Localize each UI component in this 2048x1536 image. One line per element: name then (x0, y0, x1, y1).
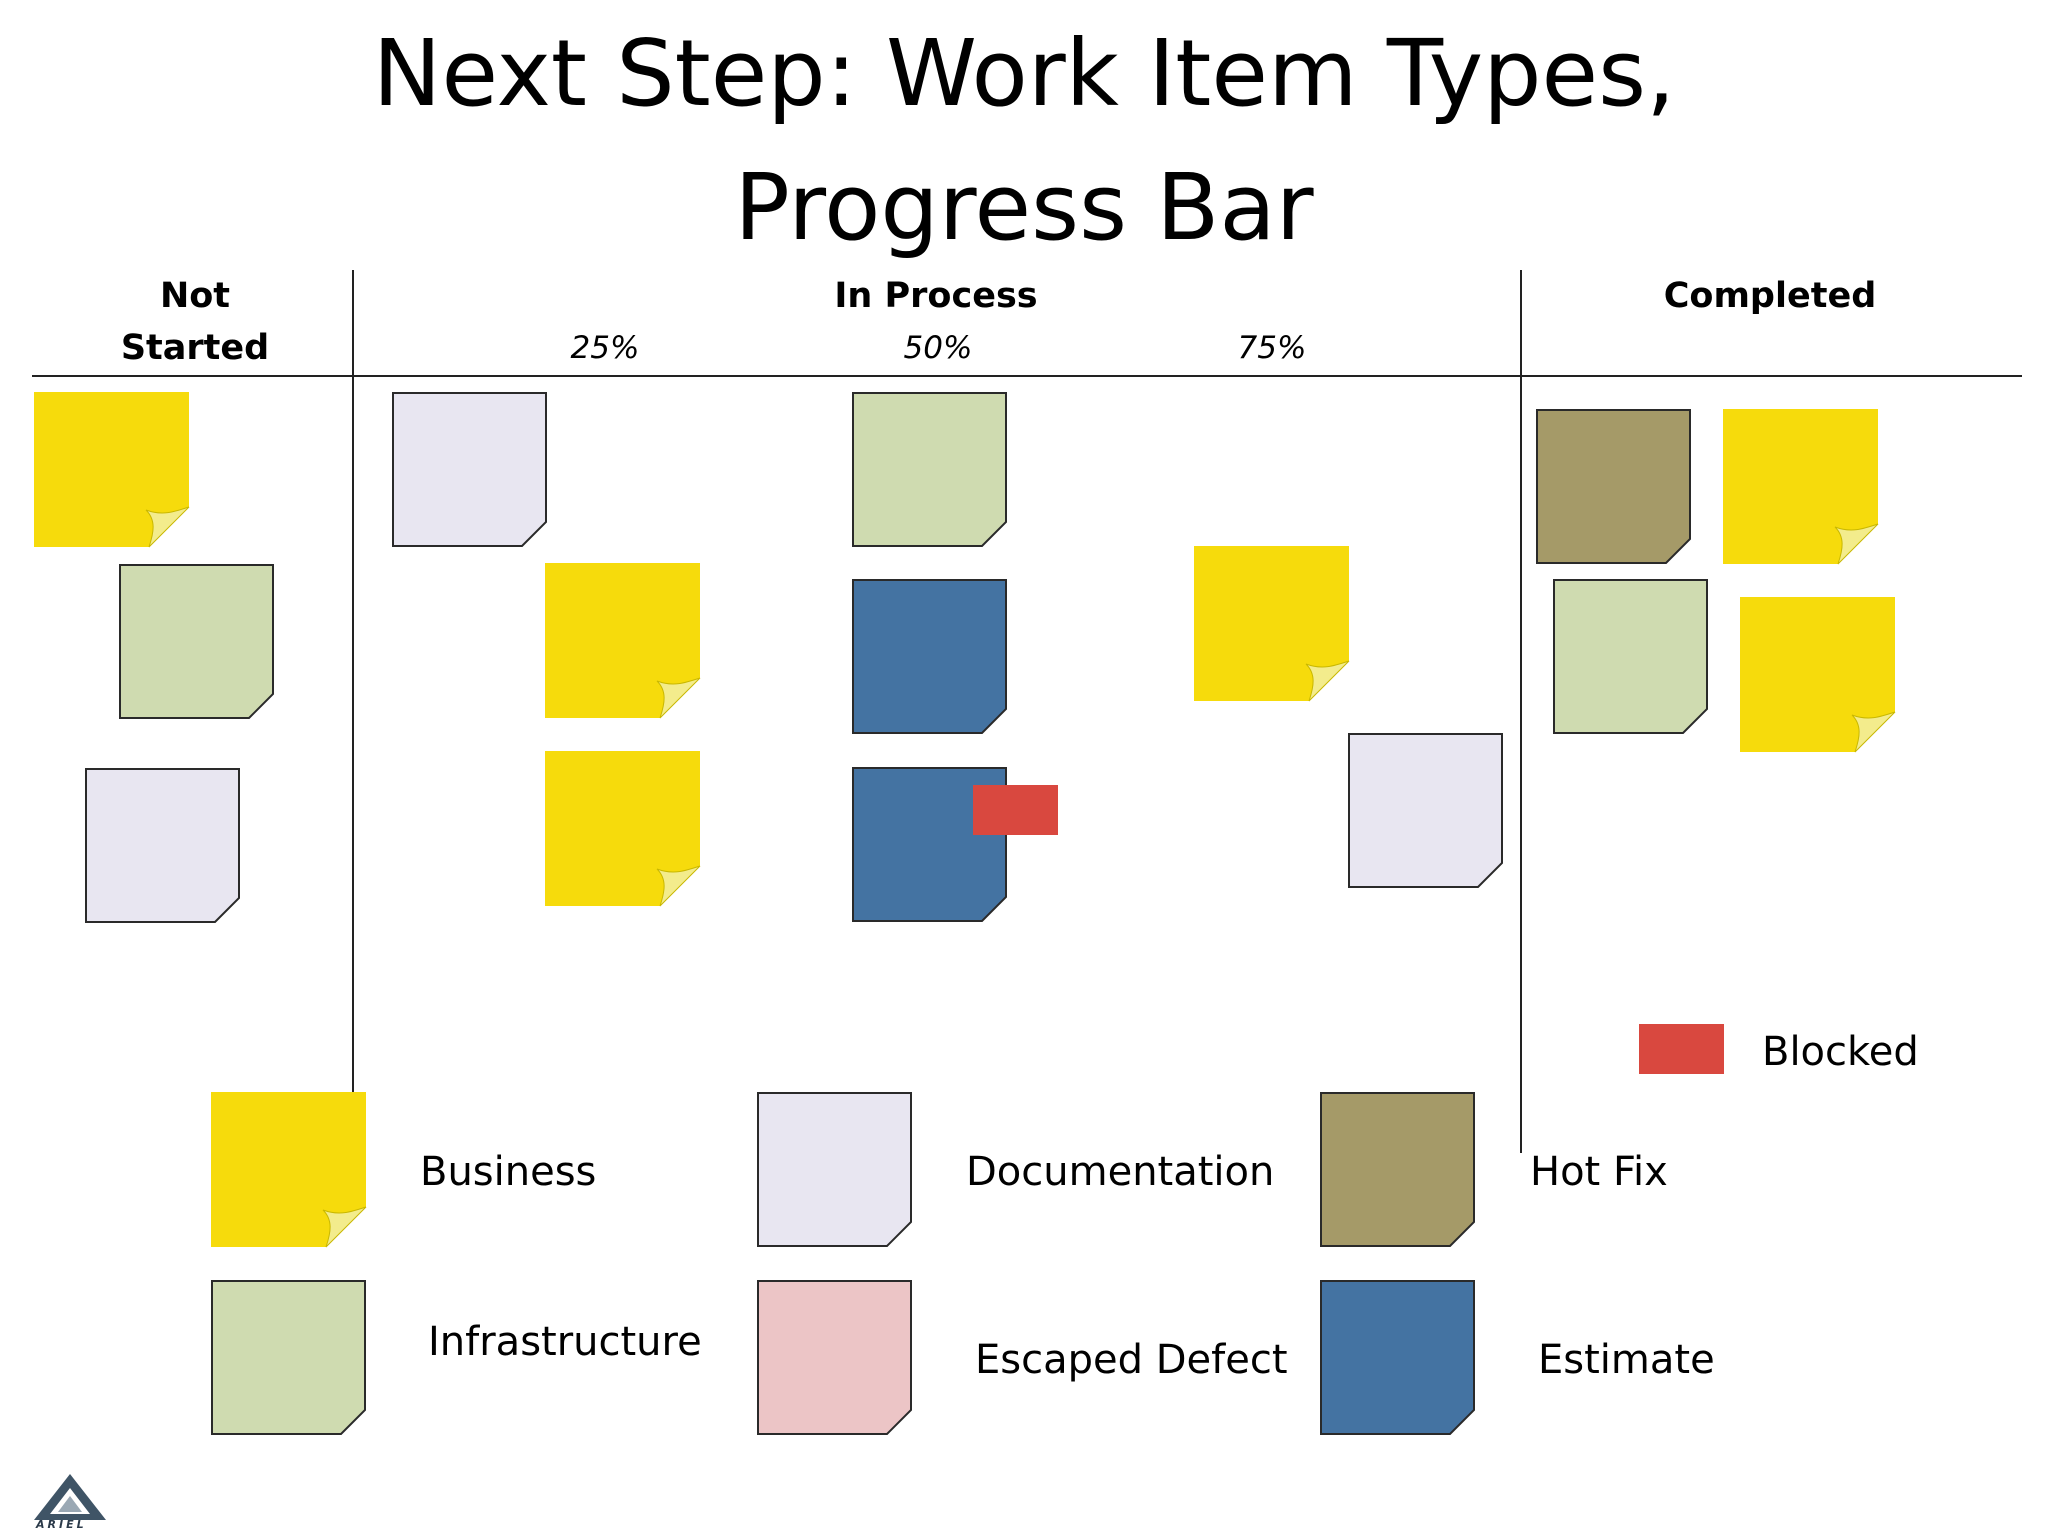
note-curl (1851, 711, 1896, 753)
sticky-note-shape (392, 392, 547, 547)
legend-hot-fix-label: Hot Fix (1530, 1149, 1668, 1195)
blocked-marker[interactable] (973, 785, 1058, 835)
note-body (852, 579, 1007, 734)
sticky-note-shape (1553, 579, 1708, 734)
sticky-note-shape (545, 751, 701, 907)
note-body (545, 751, 700, 906)
legend-escaped-defect-label: Escaped Defect (975, 1337, 1288, 1383)
note-hot-fix[interactable] (1536, 409, 1691, 564)
note-body (757, 1280, 912, 1435)
sticky-note-shape (852, 767, 1007, 922)
slide-title-line-1: Next Step: Work Item Types, (372, 20, 1676, 127)
sticky-note-shape (34, 392, 190, 548)
note-curl (145, 506, 190, 548)
column-divider-completed (1520, 270, 1522, 1153)
note-documentation[interactable] (85, 768, 240, 923)
note-infrastructure[interactable] (852, 392, 1007, 547)
sticky-note-shape (1194, 546, 1350, 702)
sticky-note-shape (1740, 597, 1896, 753)
note-documentation[interactable] (392, 392, 547, 547)
sticky-note-shape (211, 1280, 366, 1435)
note-body (34, 392, 189, 547)
note-body (1536, 409, 1691, 564)
legend-infrastructure-label: Infrastructure (428, 1319, 702, 1365)
note-body (85, 768, 240, 923)
legend-documentation-swatch (757, 1092, 912, 1247)
note-body (1740, 597, 1895, 752)
note-curl (322, 1206, 367, 1248)
note-infrastructure[interactable] (1553, 579, 1708, 734)
sticky-note-shape (545, 563, 701, 719)
note-body (545, 563, 700, 718)
note-body (852, 392, 1007, 547)
sticky-note-shape (85, 768, 240, 923)
legend-business-swatch (211, 1092, 367, 1248)
sticky-note-shape (1723, 409, 1879, 565)
sticky-note-shape (119, 564, 274, 719)
legend-blocked-label: Blocked (1762, 1029, 1919, 1075)
progress-marker-50: 50% (903, 330, 973, 366)
note-body (1194, 546, 1349, 701)
note-business[interactable] (545, 563, 701, 719)
note-documentation[interactable] (1348, 733, 1503, 888)
sticky-note-shape (757, 1280, 912, 1435)
legend-estimate-label: Estimate (1538, 1337, 1715, 1383)
slide-title-line-2: Progress Bar (734, 154, 1314, 261)
legend-infrastructure-swatch (211, 1280, 366, 1435)
column-header-in-process: In Process (834, 276, 1038, 316)
progress-marker-25: 25% (570, 330, 640, 366)
sticky-note-shape (1320, 1280, 1475, 1435)
note-curl (1834, 523, 1879, 565)
note-curl (656, 865, 701, 907)
note-body (1348, 733, 1503, 888)
note-curl (656, 677, 701, 719)
legend-estimate-swatch (1320, 1280, 1475, 1435)
note-body (211, 1092, 366, 1247)
note-body (211, 1280, 366, 1435)
ariel-logo-text: ARIEL (36, 1518, 87, 1531)
note-estimate[interactable] (852, 579, 1007, 734)
note-estimate[interactable] (852, 767, 1007, 922)
legend-blocked-swatch (1639, 1024, 1724, 1074)
sticky-note-shape (1536, 409, 1691, 564)
note-body (1553, 579, 1708, 734)
column-header-not-started: Not Started (95, 270, 295, 374)
note-body (1320, 1092, 1475, 1247)
note-body (852, 767, 1007, 922)
note-business[interactable] (34, 392, 190, 548)
note-business[interactable] (545, 751, 701, 907)
note-business[interactable] (1194, 546, 1350, 702)
note-body (392, 392, 547, 547)
sticky-note-shape (757, 1092, 912, 1247)
column-header-completed: Completed (1663, 276, 1877, 316)
sticky-note-shape (852, 579, 1007, 734)
note-infrastructure[interactable] (119, 564, 274, 719)
note-body (1320, 1280, 1475, 1435)
note-curl (1305, 660, 1350, 702)
note-business[interactable] (1723, 409, 1879, 565)
legend-escaped-defect-swatch (757, 1280, 912, 1435)
note-business[interactable] (1740, 597, 1896, 753)
sticky-note-shape (211, 1092, 367, 1248)
progress-marker-75: 75% (1237, 330, 1307, 366)
sticky-note-shape (852, 392, 1007, 547)
note-body (757, 1092, 912, 1247)
legend-documentation-label: Documentation (966, 1149, 1275, 1195)
sticky-note-shape (1348, 733, 1503, 888)
sticky-note-shape (1320, 1092, 1475, 1247)
column-header-not-started-line-1: Not (159, 276, 231, 316)
column-divider-not-started (352, 270, 354, 1092)
note-body (1723, 409, 1878, 564)
note-body (119, 564, 274, 719)
header-divider-line (32, 375, 2022, 377)
column-header-not-started-line-2: Started (120, 328, 270, 368)
legend-hot-fix-swatch (1320, 1092, 1475, 1247)
legend-business-label: Business (420, 1149, 597, 1195)
ariel-logo (30, 1472, 110, 1536)
